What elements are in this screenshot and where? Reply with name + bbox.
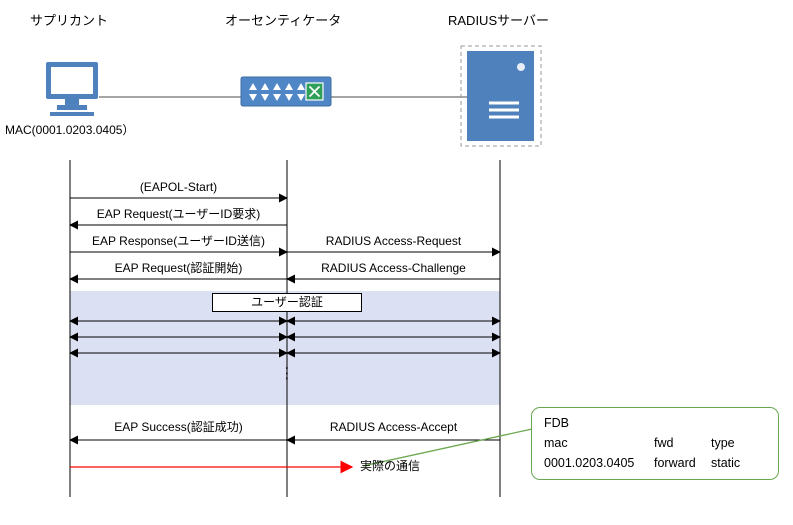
msg-eap-request-id: EAP Request(ユーザーID要求) [96,207,261,221]
fdb-col-fwd: fwd [654,436,674,450]
continuation-ellipsis: ⋮ [279,365,295,382]
msg-eap-request-auth: EAP Request(認証開始) [114,261,243,275]
msg-radius-access-accept: RADIUS Access-Accept [329,420,458,434]
actor-label-radius-server: RADIUSサーバー [448,13,549,28]
fdb-col-type: type [711,436,735,450]
fdb-val-type: static [711,456,741,470]
fdb-val-fwd: forward [654,456,696,470]
msg-eapol-start: (EAPOL-Start) [139,180,218,194]
radius-server-icon [460,45,542,147]
fdb-callout-title-row: FDB [544,413,778,433]
fdb-title: FDB [544,416,569,430]
switch-icon [240,76,332,107]
user-auth-box: ユーザー認証 [212,293,362,312]
fdb-callout: FDB mac fwd type 0001.0203.0405 forward … [531,407,779,480]
actor-label-authenticator: オーセンティケータ [225,13,342,28]
actual-communication-label: 実際の通信 [360,459,421,473]
msg-radius-access-challenge: RADIUS Access-Challenge [321,261,466,275]
fdb-val-mac: 0001.0203.0405 [544,456,635,470]
fdb-col-mac: mac [544,436,568,450]
computer-icon [46,62,98,116]
switch-x-badge [305,82,324,101]
fdb-callout-leader-line [362,428,533,467]
fdb-callout-value-row: 0001.0203.0405 forward static [544,453,778,473]
msg-eap-success: EAP Success(認証成功) [114,420,243,434]
selection-border [460,45,542,147]
actor-label-supplicant: サプリカント [30,13,109,28]
fdb-callout-header-row: mac fwd type [544,433,778,453]
msg-eap-response-id: EAP Response(ユーザーID送信) [92,234,265,248]
supplicant-mac-label: MAC(0001.0203.0405） [5,123,135,137]
msg-radius-access-request: RADIUS Access-Request [325,234,462,248]
